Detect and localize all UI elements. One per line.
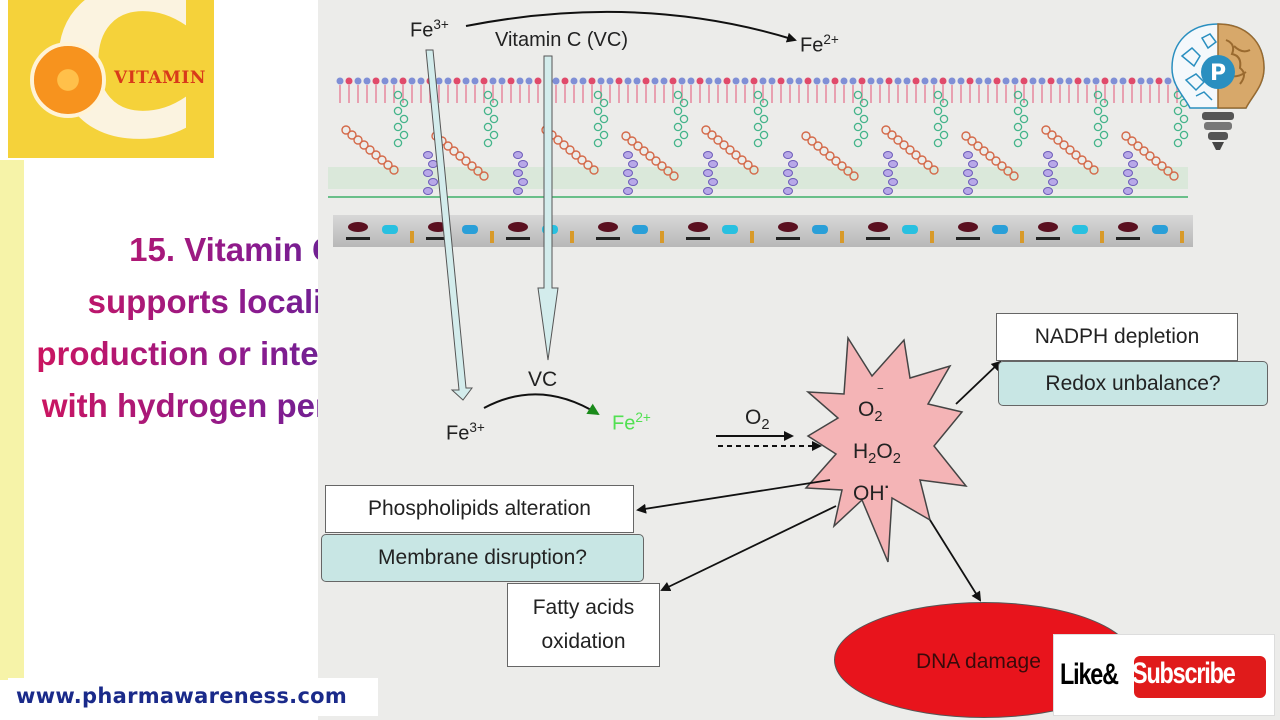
mid-vc-label: VC — [528, 368, 558, 391]
fatty-acids-line-1: Fatty acids — [532, 596, 635, 619]
brain-lightbulb-logo-icon: P — [1171, 23, 1265, 150]
fatty-acids-line-2: oxidation — [541, 630, 626, 653]
subscribe-label: Subscribe — [1132, 657, 1236, 690]
mid-fe2-label: Fe2+ — [612, 410, 651, 435]
superoxide-label: O2 ‾ — [858, 386, 883, 426]
oxygen-label: O2 — [745, 406, 770, 434]
top-vitamin-c-label: Vitamin C (VC) — [495, 29, 628, 51]
dna-damage-label: DNA damage — [916, 650, 1041, 673]
website-url-bar — [8, 678, 378, 716]
redox-unbalance-box: Redox unbalance? — [998, 361, 1268, 406]
subscribe-button[interactable] — [1134, 656, 1266, 698]
top-fe2-label: Fe2+ — [800, 32, 839, 57]
svg-text:P: P — [1210, 61, 1226, 86]
vitamin-c-logo: C VITAMIN — [8, 0, 214, 158]
fatty-acids-oxidation-box: Fatty acids oxidation — [507, 583, 660, 667]
like-label: Like& — [1060, 658, 1119, 691]
hydrogen-peroxide-label: H2O2 — [853, 440, 901, 468]
headline-line-1: 15. Vitamin C — [10, 224, 455, 276]
cell-membrane-illustration — [328, 77, 1193, 247]
membrane-disruption-box: Membrane disruption? — [321, 534, 644, 582]
orange-slice-icon — [30, 42, 106, 118]
top-fe3-label: Fe3+ — [410, 17, 449, 42]
phospholipids-alteration-box: Phospholipids alteration — [325, 485, 634, 533]
logo-text: VITAMIN — [114, 68, 206, 88]
website-url-link[interactable]: www.pharmawareness.com — [16, 684, 348, 708]
hydroxyl-radical-label: OH· — [853, 479, 890, 505]
nadph-depletion-box: NADPH depletion — [996, 313, 1238, 361]
left-accent-stripe — [0, 160, 24, 680]
mid-fe3-label: Fe3+ — [446, 420, 485, 445]
glycan-chains — [341, 90, 1189, 195]
